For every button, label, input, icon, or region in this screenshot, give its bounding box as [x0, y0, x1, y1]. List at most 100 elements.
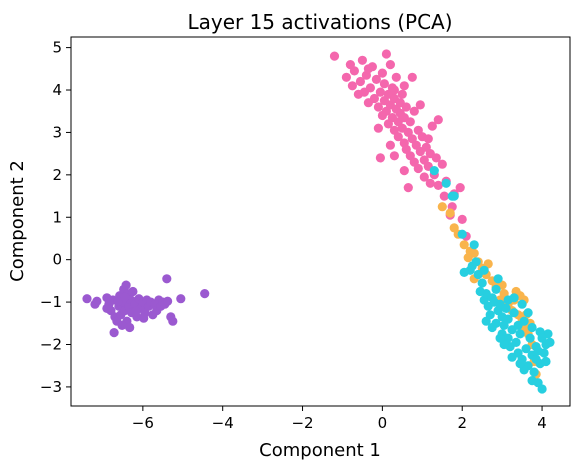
scatter-point-s3-61: [531, 354, 541, 364]
scatter-point-s1-76: [399, 166, 409, 176]
y-tick-label: 3: [52, 123, 62, 141]
scatter-point-s0-16: [121, 280, 131, 290]
scatter-point-s3-8: [477, 278, 487, 288]
scatter-point-s1-44: [405, 117, 415, 127]
scatter-point-s3-3: [457, 229, 467, 239]
scatter-point-s1-82: [389, 85, 399, 95]
scatter-point-s3-65: [503, 314, 513, 324]
scatter-point-s3-26: [511, 337, 521, 347]
x-tick-label: 2: [457, 414, 467, 432]
points-layer: [82, 49, 555, 394]
scatter-point-s3-55: [487, 322, 497, 333]
scatter-point-s1-79: [415, 100, 425, 110]
scatter-point-s2-1: [445, 208, 455, 218]
y-tick-label: −1: [40, 293, 62, 311]
scatter-point-s1-22: [381, 49, 391, 59]
scatter-point-s3-4: [469, 240, 479, 250]
scatter-point-s3-2: [441, 178, 451, 188]
scatter-point-s0-44: [200, 289, 210, 299]
scatter-point-s0-49: [139, 313, 149, 323]
scatter-point-s2-4: [459, 240, 469, 250]
scatter-point-s3-28: [515, 329, 525, 339]
scatter-point-s0-40: [163, 296, 173, 306]
scatter-point-s1-6: [355, 76, 365, 87]
scatter-point-s1-72: [385, 140, 395, 150]
scatter-point-s1-75: [433, 115, 443, 125]
scatter-point-s0-8: [109, 328, 119, 338]
scatter-point-s3-58: [515, 359, 525, 369]
scatter-point-s1-62: [433, 180, 443, 190]
scatter-point-s1-80: [407, 72, 417, 82]
x-tick-label: −4: [212, 414, 234, 432]
y-axis-label: Component 2: [7, 160, 28, 282]
scatter-point-s1-55: [419, 172, 429, 182]
y-tick-label: −2: [40, 336, 62, 354]
scatter-point-s0-42: [168, 316, 178, 326]
scatter-point-s1-64: [439, 191, 449, 201]
scatter-point-s1-14: [371, 74, 381, 84]
scatter-point-s3-49: [509, 293, 519, 303]
scatter-point-s3-68: [527, 376, 537, 386]
scatter-point-s3-25: [509, 308, 519, 318]
scatter-point-s1-81: [363, 64, 373, 74]
scatter-point-s1-3: [347, 81, 357, 91]
scatter-point-s1-25: [385, 60, 395, 70]
scatter-point-s1-7: [357, 55, 367, 65]
scatter-point-s0-46: [113, 296, 123, 306]
scatter-point-s1-85: [389, 151, 399, 161]
scatter-point-s3-54: [541, 356, 551, 367]
x-tick-label: 0: [378, 414, 388, 432]
scatter-point-s3-33: [525, 333, 535, 343]
x-tick-label: −2: [291, 414, 313, 432]
scatter-point-s1-1: [341, 72, 351, 82]
scatter-point-s1-13: [369, 93, 379, 104]
scatter-point-s3-50: [517, 299, 527, 309]
scatter-point-s3-35: [529, 367, 539, 377]
scatter-point-s3-44: [459, 267, 469, 277]
scatter-point-s3-64: [513, 320, 523, 330]
scatter-point-s1-73: [375, 153, 385, 163]
scatter-point-s3-62: [537, 333, 547, 343]
scatter-point-s1-41: [401, 102, 411, 112]
y-tick-label: 4: [52, 81, 62, 99]
scatter-point-s3-66: [493, 274, 503, 284]
scatter-point-s0-47: [125, 322, 135, 333]
scatter-point-s1-38: [397, 89, 407, 99]
scatter-point-s1-68: [455, 183, 465, 193]
scatter-point-s1-15: [373, 102, 383, 112]
scatter-point-s1-32: [391, 72, 401, 82]
y-tick-label: 2: [52, 166, 62, 184]
scatter-point-s0-39: [162, 274, 172, 284]
scatter-point-s1-69: [457, 214, 467, 224]
scatter-point-s3-47: [491, 284, 501, 294]
x-tick-label: 4: [537, 414, 547, 432]
scatter-point-s3-57: [507, 352, 517, 362]
scatter-point-s1-61: [431, 153, 441, 163]
scatter-point-s3-0: [429, 166, 439, 176]
scatter-point-s3-45: [467, 261, 477, 271]
scatter-point-s3-39: [537, 384, 547, 394]
scatter-point-s1-51: [413, 163, 423, 174]
scatter-point-s1-11: [365, 83, 375, 93]
scatter-point-s1-0: [329, 51, 340, 61]
scatter-point-s3-70: [449, 191, 459, 201]
scatter-point-s0-22: [128, 286, 138, 297]
scatter-point-s1-4: [349, 66, 359, 76]
scatter-point-s1-58: [425, 178, 435, 188]
scatter-point-s3-46: [475, 286, 485, 297]
scatter-point-s3-21: [501, 303, 511, 313]
scatter-point-s1-20: [379, 79, 389, 89]
scatter-point-s1-74: [427, 121, 437, 131]
y-tick-label: 5: [52, 39, 62, 57]
scatter-point-s3-52: [527, 322, 537, 333]
scatter-point-s1-77: [403, 183, 413, 193]
scatter-point-s1-34: [393, 132, 403, 142]
y-tick-label: −3: [40, 378, 62, 396]
scatter-point-s3-31: [521, 344, 531, 354]
scatter-point-s3-63: [523, 308, 533, 318]
scatter-point-s0-43: [176, 294, 186, 304]
scatter-point-s3-69: [533, 346, 543, 356]
scatter-point-s0-2: [92, 296, 102, 306]
